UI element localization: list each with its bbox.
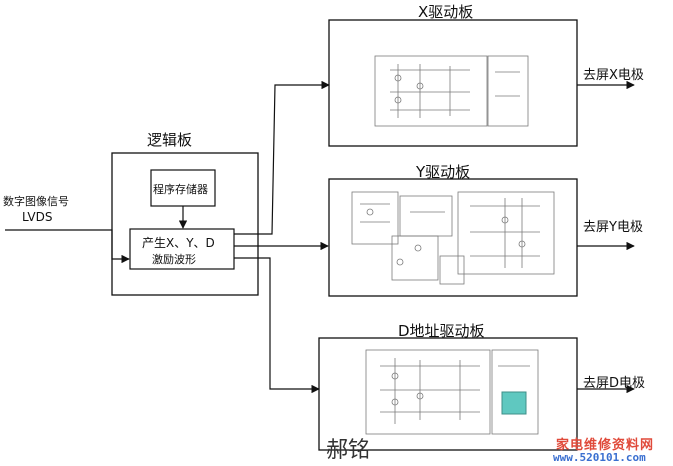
d-driver-schematic: [365, 349, 539, 435]
x-driver-box: [328, 19, 578, 147]
d-output-label: 去屏D电极: [583, 376, 646, 391]
y-driver-box: [328, 178, 578, 297]
author-watermark: 郝铭: [326, 438, 371, 463]
d-driver-chip: [501, 391, 527, 415]
waveform-generator-box: [129, 228, 235, 270]
site-name-watermark: 家电维修资料网: [556, 438, 655, 453]
x-output-label: 去屏X电极: [583, 68, 644, 83]
y-driver-title: Y驱动板: [416, 163, 471, 181]
input-signal-label: 数字图像信号: [3, 195, 69, 208]
input-signal-line: [5, 229, 130, 264]
x-driver-title: X驱动板: [418, 3, 474, 21]
input-lvds-label: LVDS: [22, 210, 53, 224]
to-x-driver-arrow: [234, 80, 330, 235]
program-memory-label: 程序存储器: [153, 183, 208, 196]
d-driver-box: [318, 337, 578, 451]
logic-board-box: [111, 152, 259, 296]
y-driver-schematic: [351, 191, 555, 285]
d-driver-title: D地址驱动板: [398, 322, 485, 340]
waveform-label-line2: 激励波形: [152, 253, 196, 266]
logic-board-title: 逻辑板: [147, 131, 193, 149]
waveform-label-line1: 产生X、Y、D: [142, 236, 215, 250]
x-driver-schematic: [374, 55, 529, 127]
y-output-label: 去屏Y电极: [583, 220, 643, 235]
site-url-watermark: www.520101.com: [553, 451, 646, 464]
to-d-driver-arrow: [234, 257, 320, 394]
